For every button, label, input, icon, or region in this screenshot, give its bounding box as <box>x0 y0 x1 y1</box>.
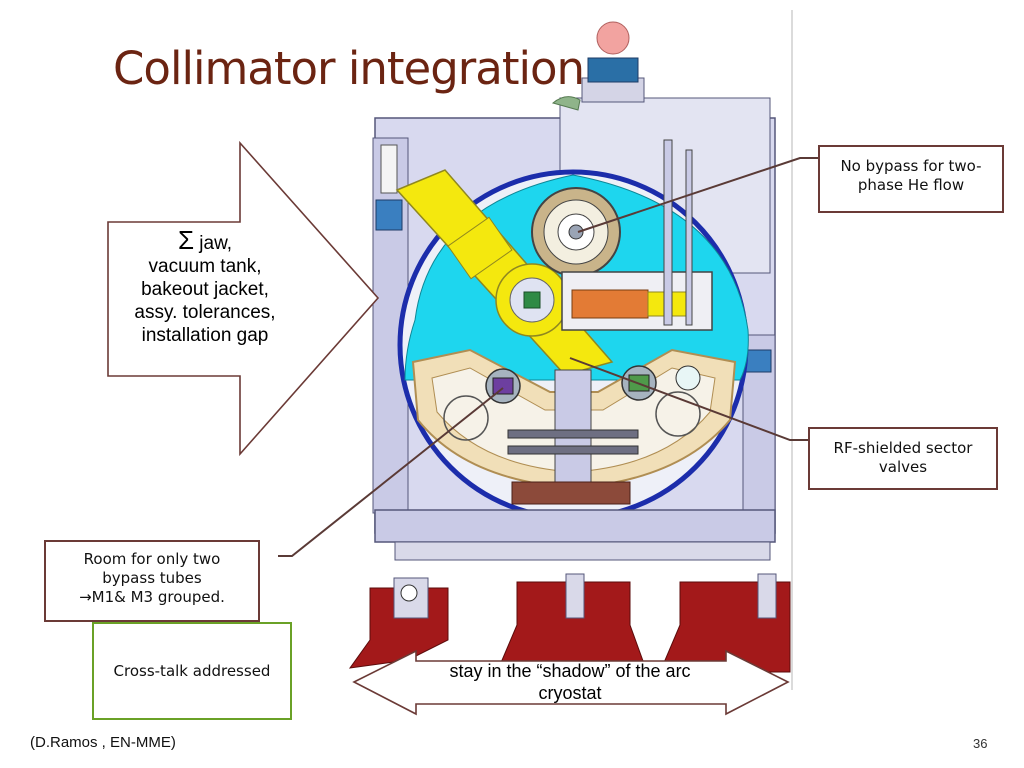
callout-no-bypass-line-1: No bypass for two- <box>840 157 982 175</box>
arrow-line-1: jaw, <box>199 233 233 254</box>
double-arrow-line-2: cryostat <box>538 683 602 703</box>
arrow-line-4: assy. tolerances, <box>134 302 276 323</box>
callout-rf-shielded: RF-shielded sector valves <box>808 427 998 490</box>
leader-line-valves <box>569 357 808 441</box>
callout-cross-talk: Cross-talk addressed <box>92 622 292 720</box>
leader-line-room <box>278 387 504 557</box>
leader-line-bypass <box>577 157 818 233</box>
callout-rf-line-2: valves <box>878 458 928 476</box>
collimator-cad-drawing <box>348 21 791 673</box>
sigma-symbol: Σ <box>177 225 195 255</box>
callout-no-bypass-line-2: phase He flow <box>857 176 965 194</box>
callout-room-line-3: →M1& M3 grouped. <box>79 588 225 606</box>
big-arrow-shape <box>107 140 380 457</box>
page-number: 36 <box>973 736 988 751</box>
callout-no-bypass: No bypass for two- phase He flow <box>818 145 1004 213</box>
arrow-line-2: vacuum tank, <box>148 256 262 277</box>
arrow-line-5: installation gap <box>141 325 269 346</box>
double-arrow-shape <box>352 649 790 716</box>
callout-room-line-2: bypass tubes <box>102 569 202 587</box>
double-arrow-line-1: stay in the “shadow” of the arc <box>449 661 691 681</box>
callout-cross-talk-text: Cross-talk addressed <box>113 661 271 680</box>
arrow-line-3: bakeout jacket, <box>141 279 269 300</box>
arrow-text-block: Σ jaw, vacuum tank, bakeout jacket, assy… <box>110 227 300 347</box>
callout-room-line-1: Room for only two <box>83 550 221 568</box>
page-title: Collimator integration <box>113 42 585 95</box>
callout-room-bypass: Room for only two bypass tubes →M1& M3 g… <box>44 540 260 622</box>
callout-rf-line-1: RF-shielded sector <box>833 439 973 457</box>
credit-text: (D.Ramos , EN-MME) <box>30 734 176 751</box>
double-arrow-text: stay in the “shadow” of the arc cryostat <box>400 660 740 704</box>
